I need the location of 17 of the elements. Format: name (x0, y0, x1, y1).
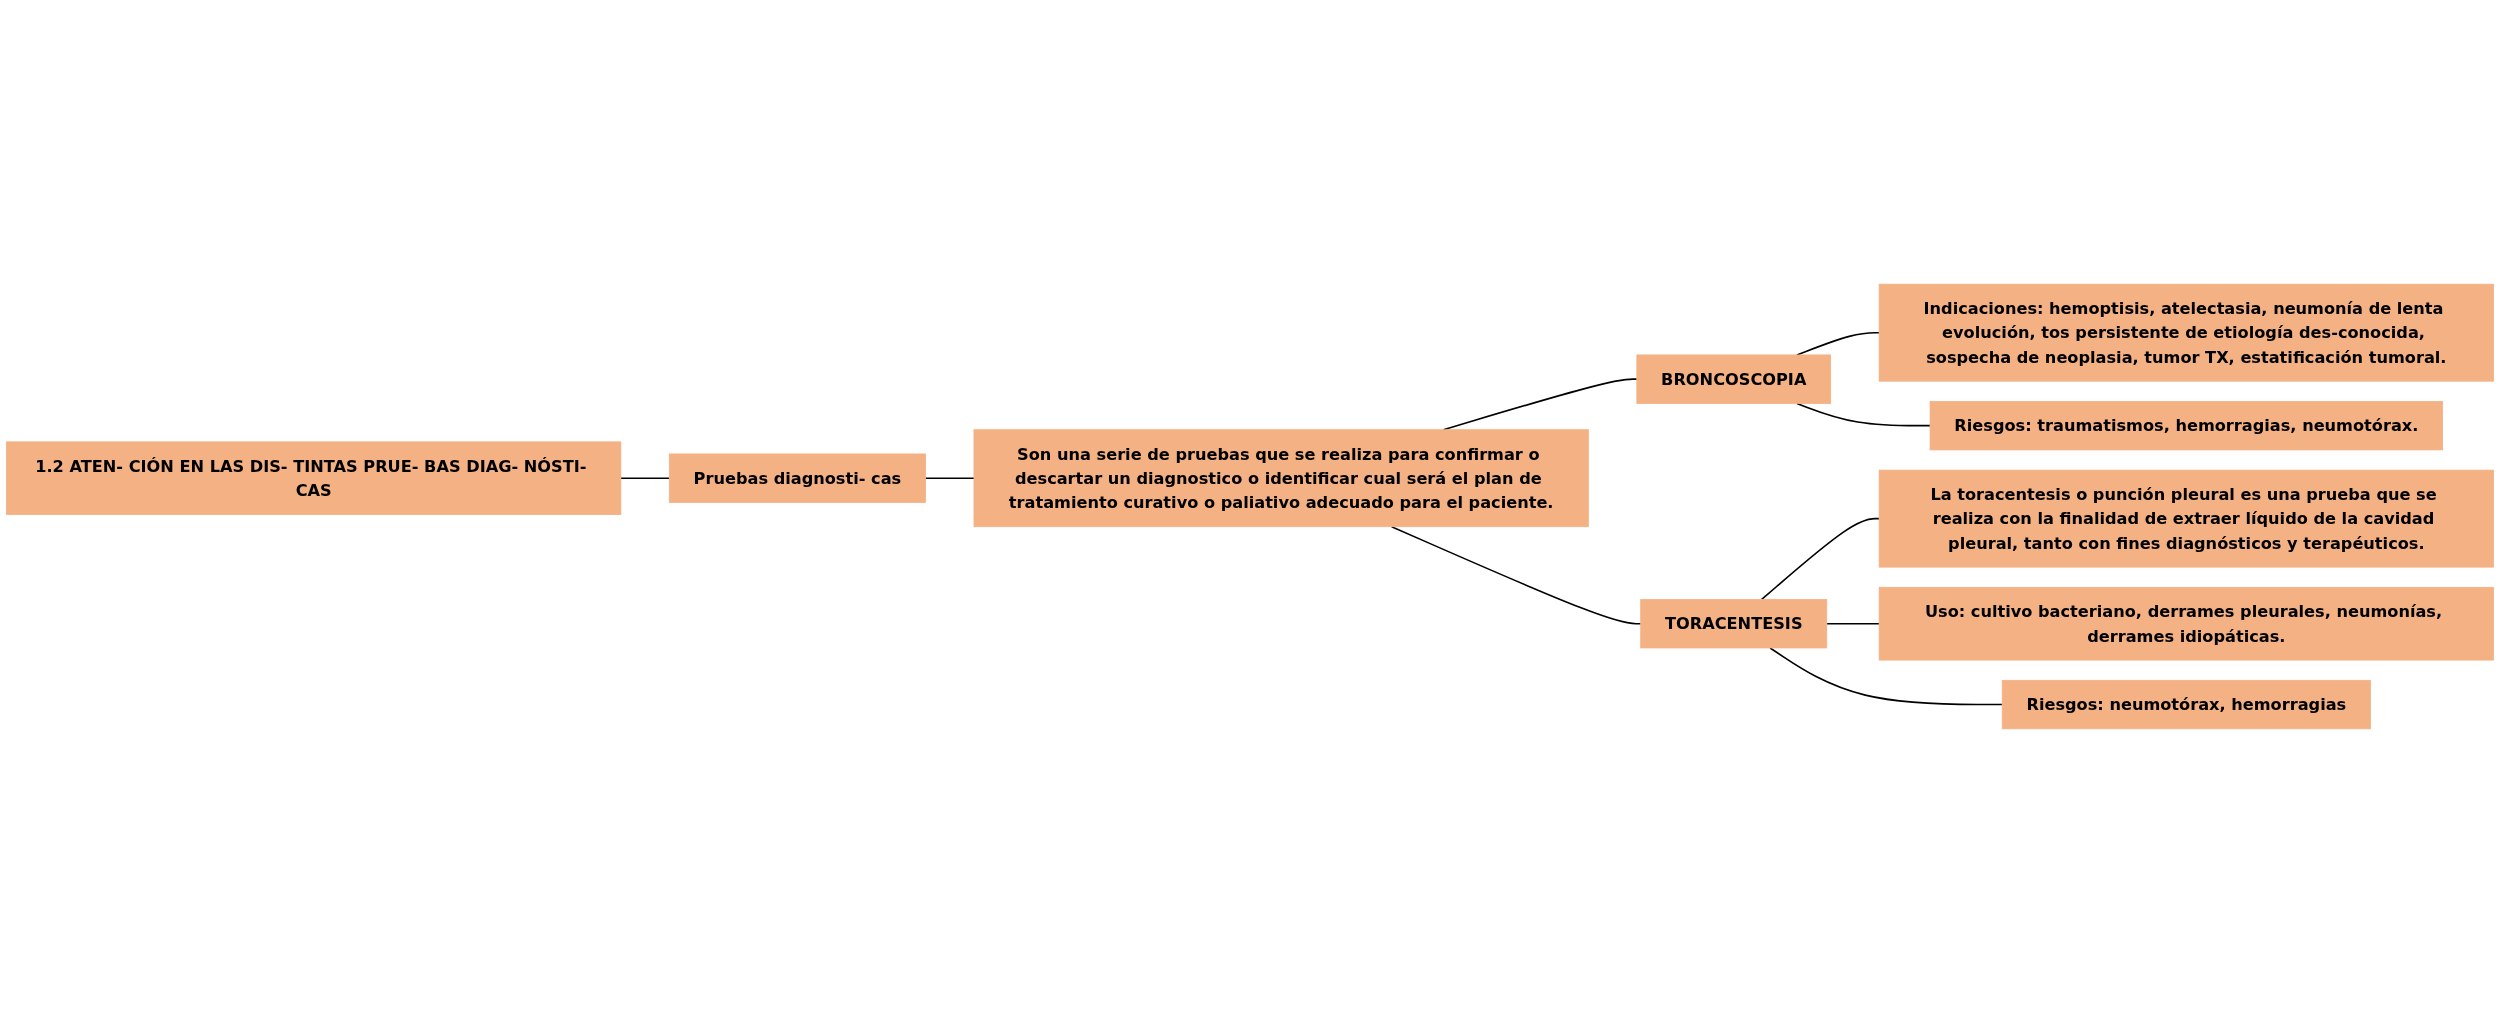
connector (1769, 647, 2003, 706)
node-box: BRONCOSCOPIA (1636, 354, 1832, 404)
node-box: Uso: cultivo bacteriano, derrames pleurales, neumonías, derrames idiopáticas. (1878, 586, 2494, 661)
node-box: La toracentesis o punción pleural es una prueba que se realiza con la finalidad de extraer líquido de la cavidad pleural, tanto con fines diagnósticos y terapéuticos. (1878, 469, 2494, 568)
node-box: Riesgos: traumatismos, hemorragias, neumotórax. (1929, 401, 2444, 451)
node-box: TORACENTESIS (1640, 599, 1828, 649)
connector (1825, 622, 1880, 625)
connector (924, 477, 975, 479)
node-box: Pruebas diagnosti- cas (668, 453, 926, 503)
connector (1390, 525, 1642, 625)
node-box: Son una serie de pruebas que se realiza para confirmar o descartar un diagnostico o identificar cual será el plan de tratamiento curativo o paliativo adecuado para el paciente. (973, 429, 1589, 528)
node-box: 1.2 ATEN- CIÓN EN LAS DIS- TINTAS PRUE- BAS DIAG- NÓSTI- CAS (6, 441, 622, 515)
connector (620, 477, 671, 479)
connector (1760, 517, 1880, 601)
node-box: Indicaciones: hemoptisis, atelectasia, neumonía de lenta evolución, tos persistente de etiología des-conocida, sospecha de neoplasia, tumor TX, estatificación tumoral. (1878, 283, 2494, 382)
connector (1796, 402, 1931, 427)
node-box: Riesgos: neumotórax, hemorragias (2001, 679, 2371, 730)
